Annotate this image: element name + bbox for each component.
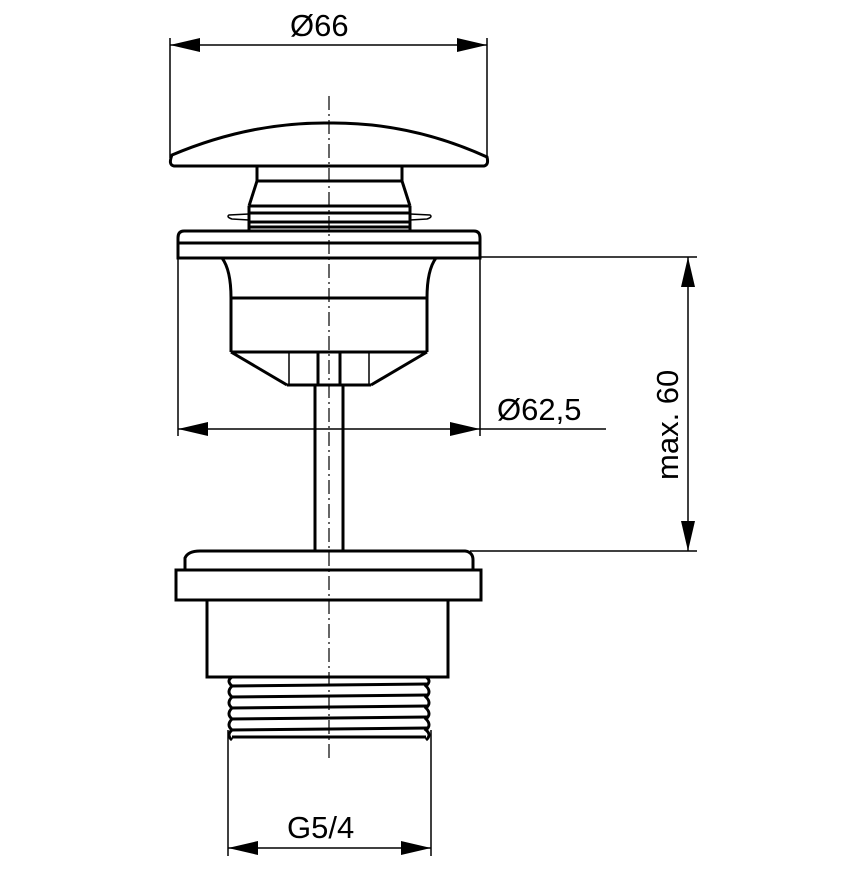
upper-body xyxy=(220,257,438,387)
dimension-flange-diameter xyxy=(177,258,606,436)
dimension-thread xyxy=(227,730,432,856)
max-height-label: max. 60 xyxy=(650,369,685,480)
cap-dome xyxy=(168,121,490,168)
dimension-cap-diameter xyxy=(169,38,488,158)
lower-body xyxy=(174,549,483,679)
cap-neck xyxy=(227,166,432,232)
cap-diameter-label: Ø66 xyxy=(290,8,349,43)
dimension-max-height xyxy=(470,256,697,552)
thread-size-label: G5/4 xyxy=(287,810,355,845)
valve-rod xyxy=(313,385,345,552)
flange-diameter-label: Ø62,5 xyxy=(497,392,582,427)
thread-section xyxy=(227,675,431,742)
